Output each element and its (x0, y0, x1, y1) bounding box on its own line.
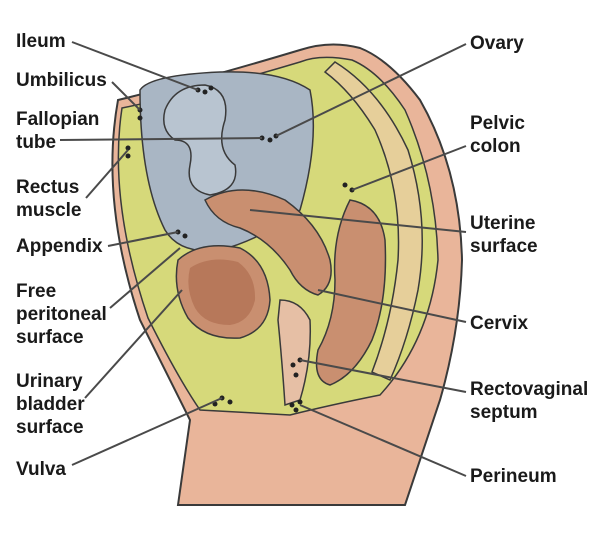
label-cervix: Cervix (470, 313, 529, 334)
label-ileum: Ileum (16, 31, 66, 52)
leader-free-peritoneal-surface (109, 247, 181, 309)
uterus (204, 189, 332, 296)
leader-appendix (107, 231, 179, 247)
ileum-loop (163, 84, 237, 196)
leader-cervix (317, 289, 467, 323)
leader-rectovaginal-septum (299, 359, 467, 393)
label-appendix: Appendix (16, 236, 103, 257)
label-perineum: Perineum (470, 466, 557, 487)
label-urinary-bladder-surface: Urinary bladder surface (16, 371, 85, 438)
label-fallopian-tube: Fallopian tube (16, 109, 100, 153)
leader-uterine-surface (249, 209, 467, 233)
leader-urinary-bladder-surface (84, 289, 183, 399)
label-pelvic-colon: Pelvic colon (470, 113, 525, 157)
label-vulva: Vulva (16, 459, 66, 480)
rectum (315, 199, 387, 386)
label-free-peritoneal-surface: Free peritoneal surface (16, 281, 107, 348)
leader-fallopian-tube (59, 137, 263, 141)
label-ovary: Ovary (470, 33, 524, 54)
leader-ileum (71, 41, 199, 91)
leader-pelvic-colon (351, 145, 467, 191)
leader-ovary (275, 43, 467, 137)
bladder-lumen (188, 259, 256, 325)
vagina (277, 299, 312, 407)
leader-vulva (71, 397, 223, 466)
leader-perineum (299, 404, 467, 477)
label-rectus-muscle: Rectus muscle (16, 177, 82, 221)
leader-umbilicus (111, 81, 141, 111)
leader-rectus-muscle (85, 149, 129, 199)
label-rectovaginal-septum: Rectovaginal septum (470, 379, 589, 423)
label-umbilicus: Umbilicus (16, 70, 107, 91)
label-uterine-surface: Uterine surface (470, 213, 538, 257)
